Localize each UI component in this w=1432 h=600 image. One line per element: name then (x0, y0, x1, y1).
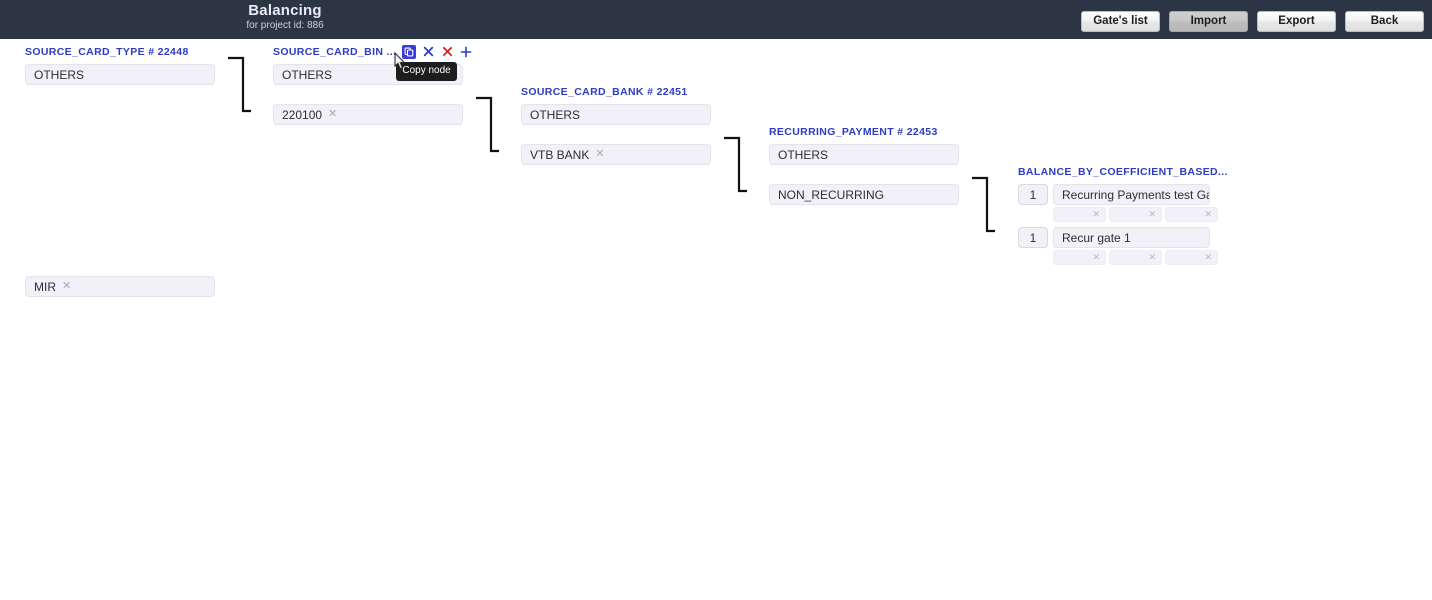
tooltip: Copy node (396, 61, 457, 81)
remove-chip-icon[interactable]: ✕ (1092, 209, 1100, 219)
page-title: Balancing (248, 2, 322, 19)
remove-chip-icon[interactable]: ✕ (1148, 209, 1156, 219)
column-header: BALANCE_BY_COEFFICIENT_BASED... (1018, 164, 1227, 179)
field-others[interactable]: OTHERS (521, 104, 711, 125)
delete-icon[interactable] (440, 45, 454, 59)
gate-slot[interactable]: ✕ (1053, 250, 1106, 265)
field-value: VTB BANK (530, 147, 590, 162)
gate-slot-group: ✕ ✕ ✕ (1053, 250, 1218, 265)
remove-chip-icon[interactable]: ✕ (1204, 252, 1212, 262)
field-bin-220100[interactable]: 220100 ✕ (273, 104, 463, 125)
table-row: 1 Recurring Payments test Gate (1018, 184, 1218, 205)
field-vtb-bank[interactable]: VTB BANK ✕ (521, 144, 711, 165)
field-value: OTHERS (34, 67, 85, 82)
column-source-card-type: SOURCE_CARD_TYPE # 22448 OTHERS MIR ✕ (25, 44, 215, 297)
column-title: RECURRING_PAYMENT # 22453 (769, 125, 938, 138)
remove-chip-icon[interactable]: ✕ (1204, 209, 1212, 219)
field-value: OTHERS (530, 107, 581, 122)
coefficient-input[interactable]: 1 (1018, 227, 1048, 248)
remove-chip-icon[interactable]: ✕ (1148, 252, 1156, 262)
gate-slot[interactable]: ✕ (1165, 207, 1218, 222)
remove-chip-icon[interactable]: ✕ (1092, 252, 1100, 262)
field-value: MIR (34, 279, 56, 294)
field-value: OTHERS (778, 147, 829, 162)
export-button[interactable]: Export (1257, 11, 1336, 32)
field-others[interactable]: OTHERS (769, 144, 959, 165)
import-button[interactable]: Import (1169, 11, 1248, 32)
node-action-group: Copy node (396, 44, 473, 81)
coefficient-input[interactable]: 1 (1018, 184, 1048, 205)
column-source-card-bin: SOURCE_CARD_BIN ... Copy node (273, 44, 472, 125)
gate-slot[interactable]: ✕ (1053, 207, 1106, 222)
table-row: 1 Recur gate 1 (1018, 227, 1218, 248)
field-value: NON_RECURRING (778, 187, 885, 202)
app-header: Balancing for project id: 886 Gate's lis… (0, 0, 1432, 39)
header-button-group: Gate's list Import Export Back (1081, 11, 1424, 32)
column-title: BALANCE_BY_COEFFICIENT_BASED... (1018, 165, 1228, 178)
plus-icon[interactable] (459, 45, 473, 59)
mouse-cursor (394, 51, 406, 70)
column-balance-by-coefficient: BALANCE_BY_COEFFICIENT_BASED... 1 Recurr… (1018, 164, 1227, 265)
column-header: SOURCE_CARD_BANK # 22451 (521, 84, 711, 99)
column-title: SOURCE_CARD_TYPE # 22448 (25, 45, 189, 58)
gates-list-button[interactable]: Gate's list (1081, 11, 1160, 32)
gate-slot[interactable]: ✕ (1109, 207, 1162, 222)
field-non-recurring[interactable]: NON_RECURRING (769, 184, 959, 205)
cut-icon[interactable] (421, 45, 435, 59)
column-title: SOURCE_CARD_BANK # 22451 (521, 85, 688, 98)
gate-slot-group: ✕ ✕ ✕ (1053, 207, 1218, 222)
gate-entry: 1 Recurring Payments test Gate ✕ ✕ ✕ (1018, 184, 1218, 222)
remove-chip-icon[interactable]: ✕ (62, 280, 72, 292)
field-value: OTHERS (282, 67, 333, 82)
remove-chip-icon[interactable]: ✕ (595, 148, 605, 160)
column-header: RECURRING_PAYMENT # 22453 (769, 124, 959, 139)
gate-name-field[interactable]: Recur gate 1 (1053, 227, 1210, 248)
copy-icon[interactable]: Copy node (396, 44, 457, 81)
gate-entry: 1 Recur gate 1 ✕ ✕ ✕ (1018, 227, 1218, 265)
field-value: 220100 (282, 107, 323, 122)
field-others[interactable]: OTHERS (25, 64, 215, 85)
header-title-group: Balancing for project id: 886 (0, 3, 570, 32)
column-recurring-payment: RECURRING_PAYMENT # 22453 OTHERS NON_REC… (769, 124, 959, 205)
back-button[interactable]: Back (1345, 11, 1424, 32)
column-header: SOURCE_CARD_BIN ... Copy node (273, 44, 472, 81)
page-subtitle: for project id: 886 (246, 20, 324, 31)
gate-name-field[interactable]: Recurring Payments test Gate (1053, 184, 1210, 205)
column-header: SOURCE_CARD_TYPE # 22448 (25, 44, 215, 59)
field-mir[interactable]: MIR ✕ (25, 276, 215, 297)
gate-slot[interactable]: ✕ (1165, 250, 1218, 265)
remove-chip-icon[interactable]: ✕ (328, 108, 338, 120)
gate-slot[interactable]: ✕ (1109, 250, 1162, 265)
column-source-card-bank: SOURCE_CARD_BANK # 22451 OTHERS VTB BANK… (521, 84, 711, 165)
column-title: SOURCE_CARD_BIN ... (273, 45, 397, 58)
balancing-tree-canvas: SOURCE_CARD_TYPE # 22448 OTHERS MIR ✕ SO… (0, 39, 1432, 600)
